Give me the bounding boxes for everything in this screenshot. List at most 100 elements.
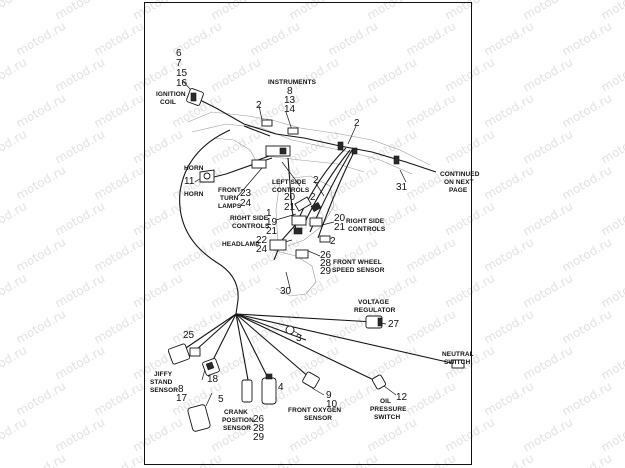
callout-horn: 11: [184, 176, 195, 187]
callout-coil-refs: 6 7 15 16: [176, 48, 188, 89]
svg-text:PAGE: PAGE: [449, 187, 468, 194]
svg-text:FRONT: FRONT: [218, 187, 241, 194]
callout-crank-refs: 26 28 29: [253, 414, 265, 443]
watermark-text: motod.ru: [14, 163, 69, 203]
watermark-text: motod.ru: [92, 235, 147, 275]
svg-text:CONTINUED: CONTINUED: [440, 171, 480, 178]
watermark-text: motod.ru: [170, 235, 225, 275]
svg-text:IGNITION: IGNITION: [156, 91, 186, 98]
speed-sensor-connector: [295, 249, 309, 259]
callout-harness-2d: 2: [310, 192, 316, 203]
svg-text:24: 24: [256, 244, 268, 255]
label-front-wheel-speed-sensor: FRONT WHEEL SPEED SENSOR: [332, 259, 385, 274]
callout-oil: 12: [396, 392, 408, 403]
watermark-text: motod.ru: [521, 55, 576, 95]
callout-instrument-refs: 8 13 14: [284, 86, 296, 115]
watermark-text: motod.ru: [131, 127, 186, 167]
watermark-text: motod.ru: [404, 451, 459, 468]
clip-3: [285, 325, 295, 335]
watermark-text: motod.ru: [482, 91, 537, 131]
callout-4: 4: [278, 382, 284, 393]
watermark-text: motod.ru: [0, 415, 29, 455]
watermark-text: motod.ru: [0, 271, 29, 311]
watermark-text: motod.ru: [599, 127, 625, 167]
watermark-text: motod.ru: [521, 271, 576, 311]
watermark-text: motod.ru: [443, 199, 498, 239]
watermark-text: motod.ru: [131, 415, 186, 455]
svg-text:JIFFY: JIFFY: [154, 371, 173, 378]
watermark-text: motod.ru: [53, 199, 108, 239]
svg-text:COIL: COIL: [160, 99, 176, 106]
label-horn-bottom: HORN: [184, 191, 204, 198]
svg-text:OIL: OIL: [380, 398, 391, 405]
callout-harness-2e: 2: [330, 236, 336, 247]
oil-pressure-switch: [371, 374, 387, 390]
watermark-text: motod.ru: [560, 163, 615, 203]
watermark-text: motod.ru: [521, 199, 576, 239]
svg-text:SWITCH: SWITCH: [444, 359, 470, 366]
callout-5: 5: [218, 394, 224, 405]
watermark-text: motod.ru: [404, 19, 459, 59]
component-5: [187, 404, 211, 432]
svg-text:LEFT SIDE: LEFT SIDE: [272, 179, 307, 186]
svg-text:29: 29: [253, 432, 265, 443]
watermark-text: motod.ru: [482, 379, 537, 419]
watermark-text: motod.ru: [443, 55, 498, 95]
watermark-text: motod.ru: [14, 235, 69, 275]
svg-text:SENSOR: SENSOR: [223, 425, 251, 432]
svg-text:SPEED SENSOR: SPEED SENSOR: [332, 267, 385, 274]
svg-text:TURN: TURN: [220, 195, 239, 202]
watermark-text: motod.ru: [14, 451, 69, 468]
callout-harness-2b: 2: [354, 118, 360, 129]
label-ignition-coil: IGNITION COIL: [156, 91, 186, 106]
svg-text:24: 24: [240, 198, 252, 209]
svg-text:SWITCH: SWITCH: [374, 414, 400, 421]
front-turn-lamp-connector: [251, 159, 267, 169]
label-right-side-controls-left: RIGHT SIDE CONTROLS: [230, 215, 270, 230]
watermark-text: motod.ru: [443, 415, 498, 455]
watermark-text: motod.ru: [560, 91, 615, 131]
ignition-coil: [186, 88, 204, 106]
svg-text:23: 23: [240, 188, 252, 199]
watermark-text: motod.ru: [0, 343, 29, 383]
callout-oxygen-refs: 9 10: [326, 390, 338, 410]
watermark-text: motod.ru: [209, 55, 264, 95]
watermark-text: motod.ru: [560, 235, 615, 275]
label-oil-pressure-switch: OIL PRESSURE SWITCH: [370, 398, 407, 421]
watermark-text: motod.ru: [599, 415, 625, 455]
watermark-text: motod.ru: [560, 451, 615, 468]
watermark-text: motod.ru: [131, 271, 186, 311]
watermark-text: motod.ru: [599, 199, 625, 239]
label-horn-top: HORN: [184, 165, 204, 172]
svg-text:14: 14: [284, 104, 296, 115]
svg-text:20: 20: [334, 213, 346, 224]
watermark-text: motod.ru: [170, 451, 225, 468]
watermark-text: motod.ru: [521, 343, 576, 383]
watermark-text: motod.ru: [0, 0, 29, 23]
callout-frame: 30: [280, 286, 292, 297]
watermark-text: motod.ru: [53, 271, 108, 311]
svg-text:7: 7: [176, 58, 182, 69]
component-8-17: [189, 347, 201, 357]
callout-headlamp-refs: 22 24: [256, 235, 268, 255]
svg-text:13: 13: [284, 95, 296, 106]
svg-text:20: 20: [284, 192, 296, 203]
watermark-text: motod.ru: [599, 0, 625, 23]
right-side-controls-connectors: [291, 215, 331, 243]
label-headlamp: HEADLAMP: [222, 241, 260, 248]
voltage-regulator-connector: [365, 315, 383, 329]
svg-text:SENSOR: SENSOR: [150, 387, 178, 394]
watermark-text: motod.ru: [92, 163, 147, 203]
svg-text:RIGHT SIDE: RIGHT SIDE: [346, 218, 385, 225]
motorcycle-frame-outline: [187, 111, 431, 297]
callout-right-controls-right-refs: 20 21: [334, 213, 346, 233]
svg-text:17: 17: [176, 393, 188, 404]
watermark-text: motod.ru: [521, 415, 576, 455]
watermark-text: motod.ru: [92, 379, 147, 419]
watermark-text: motod.ru: [482, 19, 537, 59]
watermark-text: motod.ru: [287, 271, 342, 311]
watermark-text: motod.ru: [560, 19, 615, 59]
label-continued: CONTINUED ON NEXT PAGE: [440, 171, 480, 194]
watermark-text: motod.ru: [404, 379, 459, 419]
component-18: [202, 358, 220, 376]
